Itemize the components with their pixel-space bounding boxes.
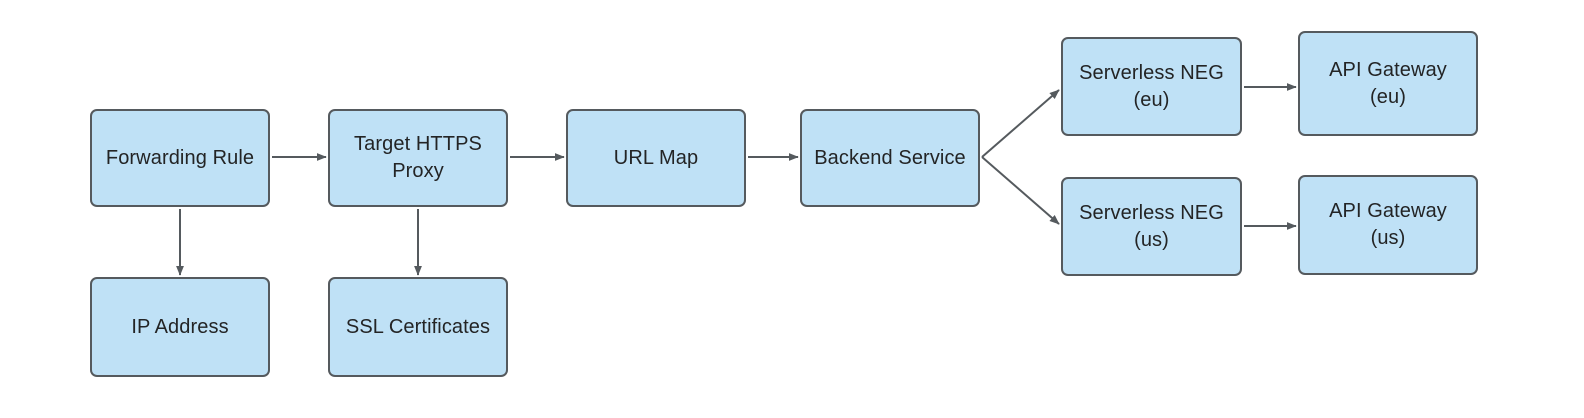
node-label-ip-address: IP Address	[131, 315, 229, 338]
node-label-api-gateway-eu: API Gateway (eu)	[1329, 58, 1447, 108]
node-label-ssl-certificates: SSL Certificates	[345, 315, 491, 338]
node-label-backend-service: Backend Service	[814, 146, 966, 169]
node-label-serverless-neg-us: Serverless NEG (us)	[1079, 201, 1224, 251]
node-url-map[interactable]: URL Map	[566, 109, 746, 207]
node-label-api-gateway-us: API Gateway (us)	[1329, 200, 1447, 249]
node-backend-service[interactable]: Backend Service	[800, 109, 980, 207]
node-target-https-proxy[interactable]: Target HTTPS Proxy	[328, 109, 508, 207]
node-label-serverless-neg-eu: Serverless NEG (eu)	[1079, 61, 1224, 111]
node-label-target-https-proxy: Target HTTPS Proxy	[354, 133, 482, 182]
node-api-gateway-eu[interactable]: API Gateway (eu)	[1298, 31, 1478, 136]
node-label-forwarding-rule: Forwarding Rule	[105, 146, 255, 169]
node-serverless-neg-eu[interactable]: Serverless NEG (eu)	[1061, 37, 1242, 136]
node-ssl-certificates[interactable]: SSL Certificates	[328, 277, 508, 377]
node-ip-address[interactable]: IP Address	[90, 277, 270, 377]
node-label-url-map: URL Map	[613, 146, 699, 169]
node-serverless-neg-us[interactable]: Serverless NEG (us)	[1061, 177, 1242, 276]
node-api-gateway-us[interactable]: API Gateway (us)	[1298, 175, 1478, 275]
node-forwarding-rule[interactable]: Forwarding Rule	[90, 109, 270, 207]
